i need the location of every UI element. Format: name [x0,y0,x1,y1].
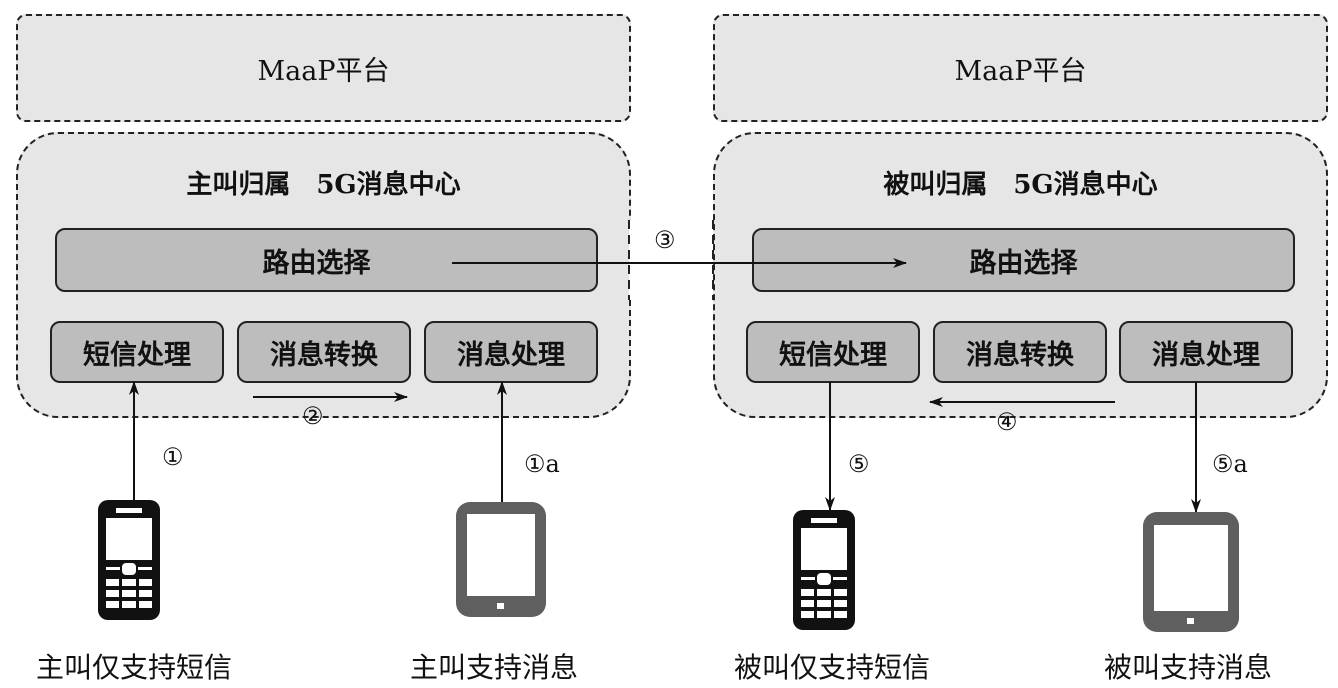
right-maap-platform-label: MaaP平台 [954,55,1087,87]
step-5a-label: ⑤a [1212,450,1248,478]
tablet-icon [1143,512,1239,632]
step-1-label: ① [162,443,184,471]
step-5-label: ⑤ [848,450,870,478]
right-maap-platform: MaaP平台 [713,14,1328,122]
step-2-label: ② [302,402,324,430]
right-message-processing-label: 消息处理 [1152,339,1260,371]
right-sms-processing-label: 短信处理 [779,339,887,371]
step-4-label: ④ [996,408,1018,436]
left-routing-box: 路由选择 [55,228,598,292]
caller-sms-only-label: 主叫仅支持短信 [36,651,233,684]
step-1a-label: ①a [524,450,560,478]
right-center-title: 被叫归属 5G消息中心 [883,170,1158,200]
feature-phone-icon [98,500,160,620]
left-center-title: 主叫归属 5G消息中心 [186,170,461,200]
step-3-label: ③ [654,226,676,254]
left-message-processing-label: 消息处理 [457,339,565,371]
callee-messaging-label: 被叫支持消息 [1104,651,1273,684]
left-maap-platform-label: MaaP平台 [257,55,390,87]
callee-sms-only-label: 被叫仅支持短信 [734,651,931,684]
right-message-conversion-box: 消息转换 [933,321,1107,383]
left-maap-platform: MaaP平台 [16,14,631,122]
right-routing-box: 路由选择 [752,228,1295,292]
caller-messaging-label: 主叫支持消息 [410,651,579,684]
left-sms-processing-box: 短信处理 [50,321,224,383]
right-message-processing-box: 消息处理 [1119,321,1293,383]
left-routing-label: 路由选择 [262,247,371,279]
left-sms-processing-label: 短信处理 [83,339,191,371]
right-message-conversion-label: 消息转换 [966,339,1074,371]
feature-phone-icon [793,510,855,630]
right-routing-label: 路由选择 [969,247,1078,279]
tablet-icon [456,502,546,617]
left-message-conversion-label: 消息转换 [270,339,378,371]
right-sms-processing-box: 短信处理 [746,321,920,383]
left-message-conversion-box: 消息转换 [237,321,411,383]
left-message-processing-box: 消息处理 [424,321,598,383]
